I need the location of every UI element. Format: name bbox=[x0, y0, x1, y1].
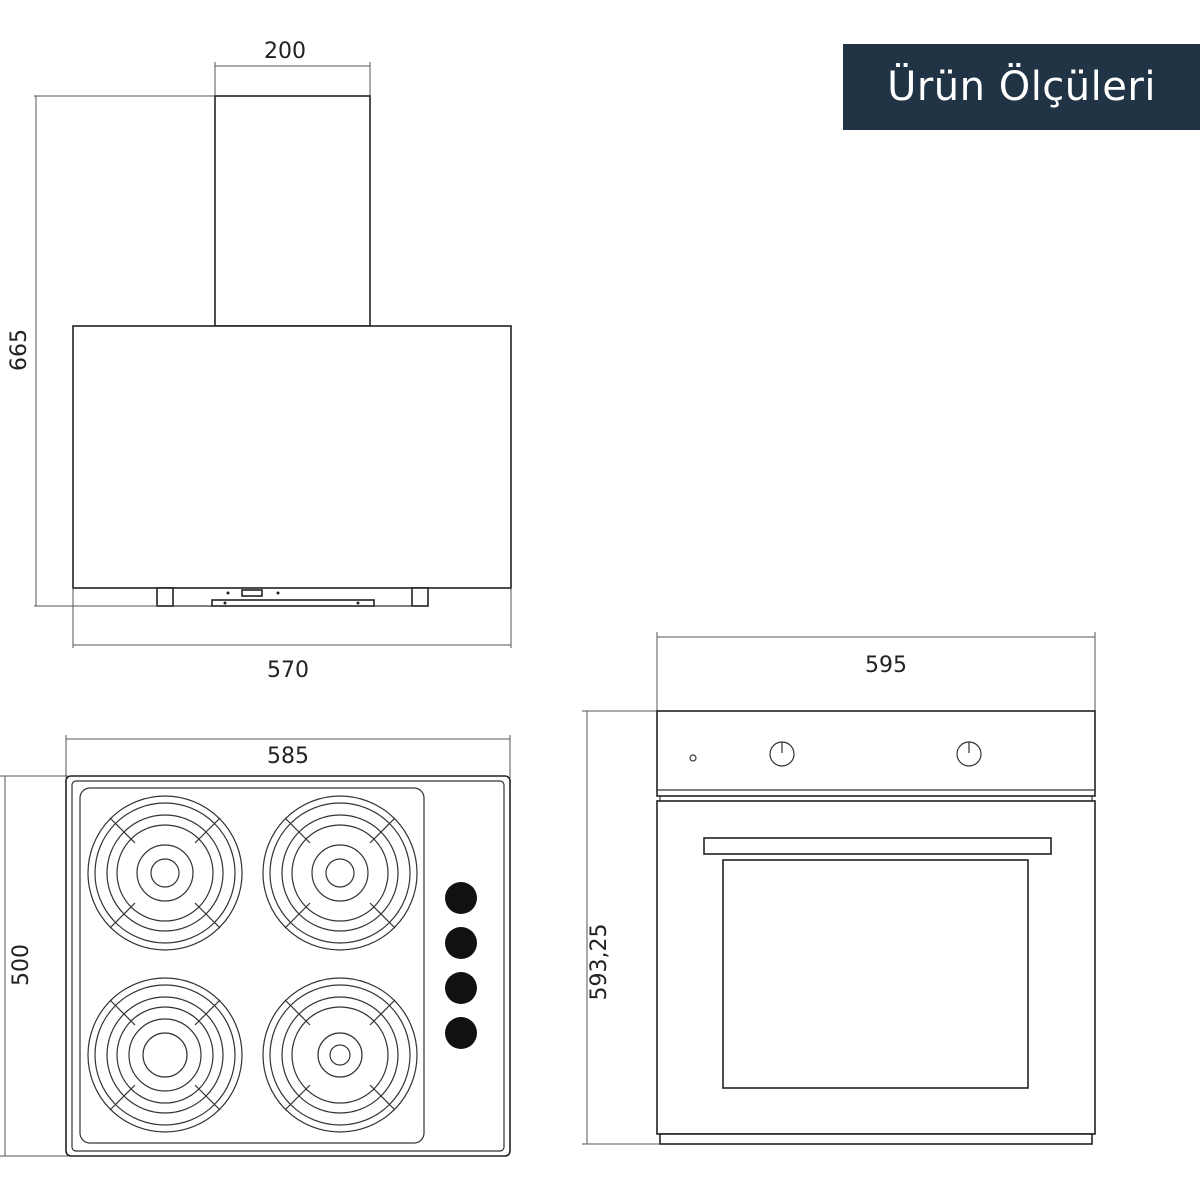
hob-knob-4 bbox=[445, 1017, 477, 1049]
hob-depth-label: 500 bbox=[9, 944, 34, 986]
oven-window bbox=[722, 859, 1029, 1089]
hood-chimney bbox=[214, 95, 371, 327]
title-banner: Ürün Ölçüleri bbox=[843, 44, 1200, 130]
hood-width-label: 570 bbox=[267, 658, 309, 683]
oven-knob-left bbox=[769, 741, 795, 767]
hood-height-label: 665 bbox=[7, 329, 32, 371]
burner-bottom-left bbox=[87, 977, 243, 1133]
hob-knob-3 bbox=[445, 972, 477, 1004]
hob-knob-1 bbox=[445, 882, 477, 914]
burner-top-left bbox=[87, 795, 243, 951]
hood-drawing: 200 665 570 bbox=[7, 39, 512, 683]
hob-width-label: 585 bbox=[267, 744, 309, 769]
hood-chimney-width-label: 200 bbox=[264, 39, 306, 64]
burner-bottom-right bbox=[262, 977, 418, 1133]
hob-knob-2 bbox=[445, 927, 477, 959]
oven-knob-right bbox=[956, 741, 982, 767]
oven-handle bbox=[703, 837, 1052, 855]
oven-width-label: 595 bbox=[865, 653, 907, 678]
oven-drawing: 595 593,25 bbox=[582, 632, 1096, 1145]
oven-control-panel bbox=[656, 710, 1096, 797]
oven-height-label: 593,25 bbox=[587, 924, 612, 1001]
page-title: Ürün Ölçüleri bbox=[887, 64, 1156, 110]
hob-drawing: 585 500 bbox=[0, 735, 511, 1157]
burner-top-right bbox=[262, 795, 418, 951]
hood-body bbox=[72, 325, 512, 589]
